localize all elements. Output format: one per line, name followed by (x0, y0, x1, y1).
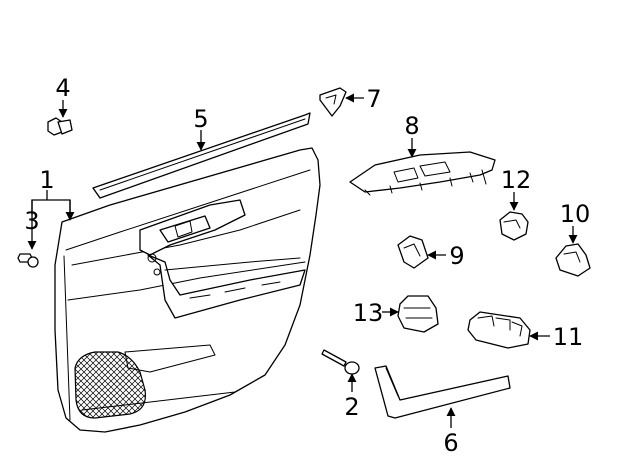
callout-5: 5 (193, 105, 208, 133)
belt-molding (92, 112, 311, 199)
retainer-clip (47, 117, 73, 136)
leader-lines (27, 93, 578, 428)
screw (321, 349, 360, 375)
callout-11: 11 (553, 323, 584, 351)
window-switch (397, 295, 439, 333)
callout-7: 7 (366, 85, 381, 113)
callout-4: 4 (55, 74, 70, 102)
callout-2: 2 (344, 393, 359, 421)
lower-garnish (374, 365, 511, 419)
door-trim-panel (54, 147, 321, 433)
lock-switch (397, 235, 429, 269)
callout-1: 1 (39, 166, 54, 194)
corner-bracket (319, 87, 347, 117)
master-switch (467, 311, 531, 349)
callout-10: 10 (560, 200, 591, 228)
callout-12: 12 (501, 166, 532, 194)
switch-bezel (349, 151, 496, 196)
callout-3: 3 (24, 207, 39, 235)
power-window-switch (555, 243, 591, 277)
callout-9: 9 (449, 242, 464, 270)
trim-clip (17, 253, 39, 268)
callout-6: 6 (443, 429, 458, 457)
callout-8: 8 (404, 112, 419, 140)
small-switch (499, 211, 529, 241)
callout-13: 13 (353, 299, 384, 327)
